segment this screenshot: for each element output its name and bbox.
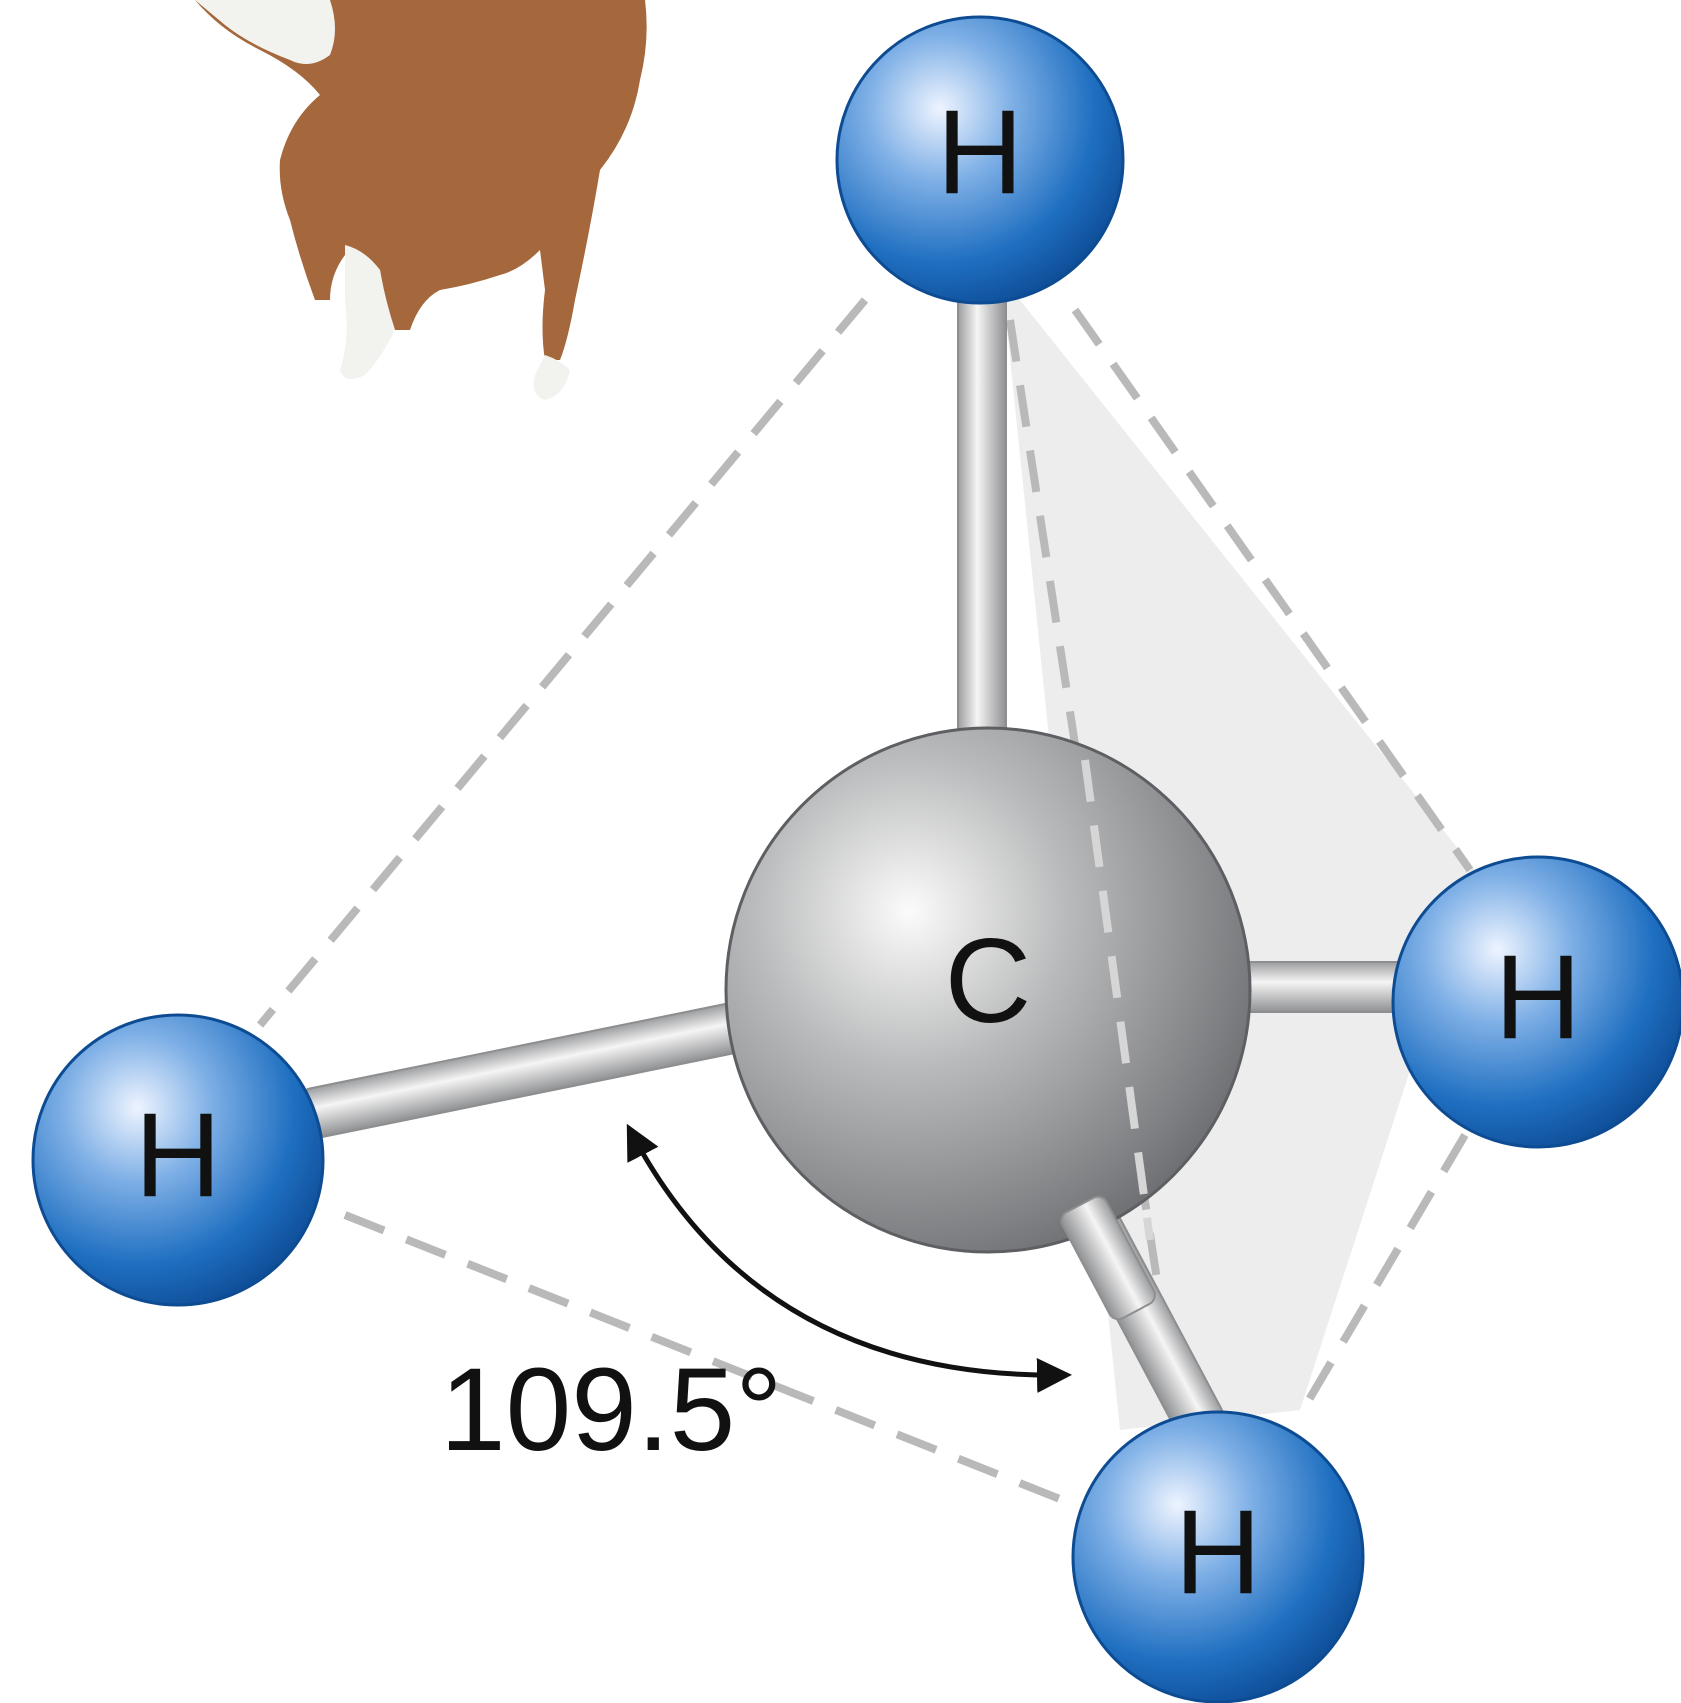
hydrogen-atom-right: H [1391, 855, 1681, 1149]
bond-angle-label: 109.5° [440, 1344, 782, 1476]
bond-left [300, 1001, 751, 1139]
edge-top-right [1071, 307, 1474, 873]
hydrogen-atom-left: H [31, 1013, 325, 1307]
bond-angle-arrow [626, 1123, 1072, 1393]
bond-top [957, 289, 1007, 741]
hydrogen-label-bottom: H [1175, 1485, 1262, 1619]
edge-right-bottom [1296, 1132, 1469, 1418]
hydrogen-label-top: H [937, 85, 1024, 219]
hydrogen-label-right: H [1495, 930, 1582, 1064]
hydrogen-atom-top: H [835, 15, 1125, 305]
hydrogen-atom-bottom: H [1071, 1410, 1365, 1703]
carbon-atom: C [724, 726, 1252, 1254]
edge-top-left [256, 297, 869, 1028]
carbon-label: C [945, 914, 1032, 1048]
llama-figurine-icon [195, 0, 647, 400]
hydrogen-label-left: H [135, 1088, 222, 1222]
